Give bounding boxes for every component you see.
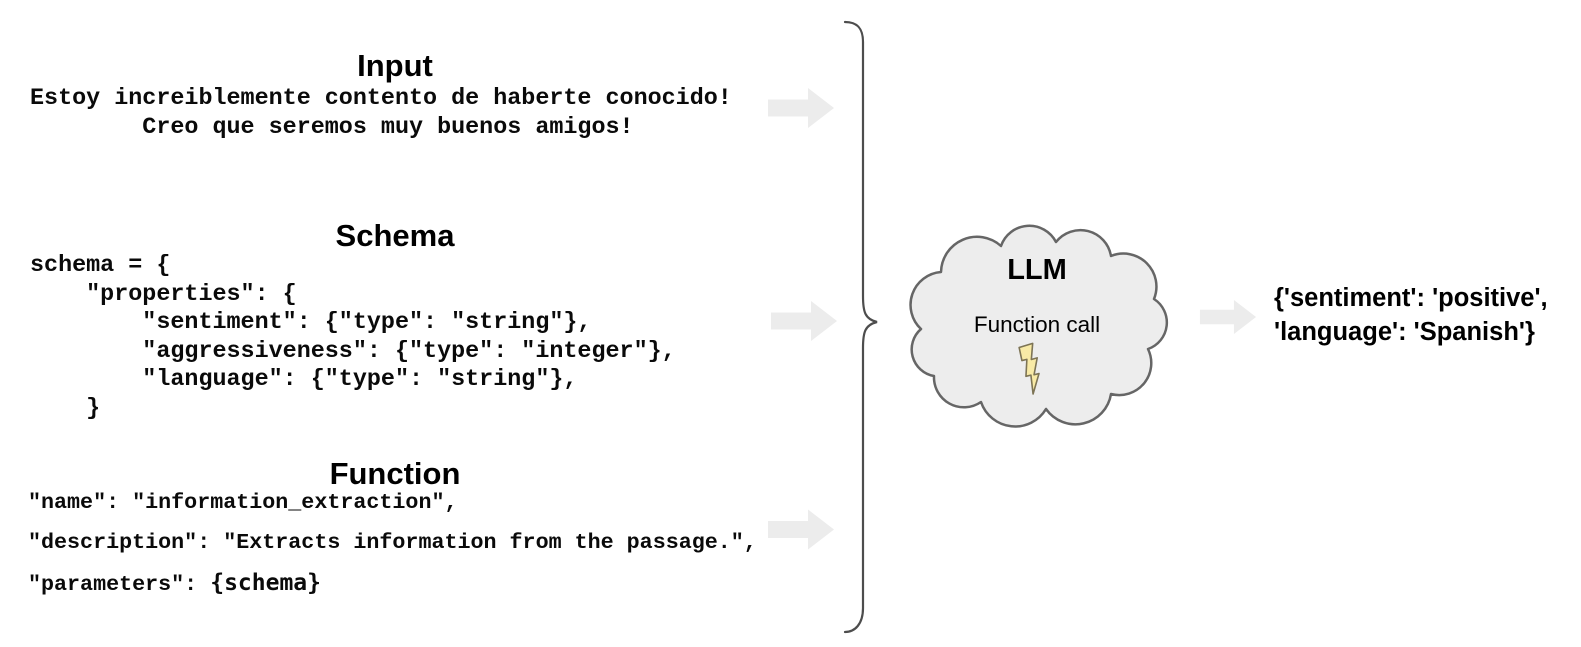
function-flow-right-arrow-icon	[768, 509, 834, 550]
schema-section-title: Schema	[335, 218, 455, 253]
function-section-title: Function	[329, 456, 461, 491]
output-result-text: {'sentiment': 'positive', 'language': 'S…	[1274, 284, 1548, 346]
schema-code: schema = { "properties": { "sentiment": …	[30, 253, 676, 422]
function-name-line: "name": "information_extraction",	[28, 490, 458, 515]
llm-cloud-shape	[909, 224, 1169, 428]
function-description-line: "description": "Extracts information fro…	[28, 530, 757, 555]
function-parameters-line: "parameters": {schema}	[28, 570, 757, 598]
llm-label: LLM	[1007, 254, 1067, 286]
function-code: "name": "information_extraction", "descr…	[28, 490, 757, 612]
output-flow-right-arrow-icon	[1199, 300, 1257, 334]
lightning-bolt-icon	[1018, 342, 1040, 395]
input-section-title: Input	[357, 48, 433, 83]
function-parameters-schema-var: {schema}	[210, 570, 321, 596]
llm-function-call-label: Function call	[973, 312, 1101, 337]
curly-brace-right	[843, 20, 878, 634]
schema-flow-right-arrow-icon	[771, 301, 837, 341]
input-text: Estoy increiblemente contento de haberte…	[30, 86, 732, 141]
function-parameters-prefix: "parameters":	[28, 572, 211, 597]
input-flow-right-arrow-icon	[768, 88, 834, 128]
